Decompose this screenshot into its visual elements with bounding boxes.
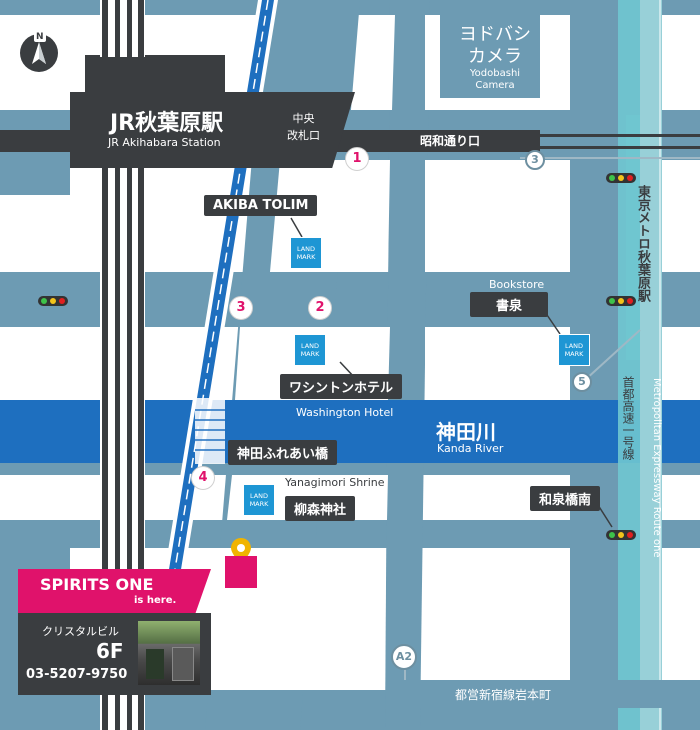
traffic-signal-icon	[606, 296, 636, 306]
floor-number: 6F	[96, 639, 124, 663]
phone-number[interactable]: 03-5207-9750	[26, 667, 128, 682]
akiba-tolim-label: AKIBA TOLIM	[204, 195, 318, 216]
fureai-bridge	[195, 398, 225, 464]
bookstore-label-en: Bookstore	[489, 278, 545, 291]
traffic-signal-icon	[606, 530, 636, 540]
landmark-badge-washington: LAND MARK	[294, 334, 326, 366]
station-label: JR秋葉原駅 JR Akihabara Station 中央 改札口	[70, 92, 355, 168]
block	[0, 475, 70, 520]
route-number-1: 1	[345, 147, 369, 171]
metro-station-label: 東京メトロ秋葉原駅	[635, 185, 650, 302]
traffic-signal-icon	[38, 296, 68, 306]
yodobashi-name-en: Yodobashi Camera	[469, 68, 521, 91]
north-arrow-icon	[32, 42, 46, 64]
destination-card: SPIRITS ONE is here. クリスタルビル 6F 03-5207-…	[18, 569, 211, 695]
exit-number-3: 3	[525, 150, 545, 170]
central-gate-label: 中央 改札口	[287, 112, 320, 142]
toei-exit-badge: A2	[391, 644, 417, 670]
north-compass: N	[20, 32, 58, 72]
yodobashi-name-ja: ヨドバシ カメラ	[459, 24, 531, 67]
building-photo	[138, 621, 200, 685]
toei-station-label: 都営新宿線岩本町	[455, 688, 552, 702]
expressway	[640, 0, 662, 730]
road-south-of-river	[0, 463, 700, 475]
landmark-badge-akiba-tolim: LAND MARK	[290, 237, 322, 269]
block	[0, 195, 70, 272]
washington-hotel-label-en: Washington Hotel	[296, 406, 394, 419]
landmark-badge-bookstore: LAND MARK	[558, 334, 590, 366]
route-number-2: 2	[308, 296, 332, 320]
expressway-name-ja: 首都高速一号線	[621, 376, 635, 460]
block	[270, 160, 390, 272]
exit-number-5: 5	[572, 372, 592, 392]
yanagimori-shrine-label: 柳森神社	[285, 496, 356, 521]
destination-subtitle: is here.	[134, 595, 177, 606]
block	[425, 160, 570, 272]
toei-band	[398, 680, 700, 708]
route-number-4: 4	[191, 466, 215, 490]
route-to-exit-5	[584, 329, 641, 381]
route-number-3: 3	[229, 296, 253, 320]
destination-name: SPIRITS ONE	[40, 575, 154, 594]
block	[425, 548, 570, 690]
block	[140, 160, 220, 272]
station-roof	[88, 57, 225, 95]
block	[425, 327, 570, 400]
yanagimori-shrine-label-en: Yanagimori Shrine	[285, 476, 385, 489]
destination-header: SPIRITS ONE is here.	[18, 569, 211, 613]
fureai-bridge-label: 神田ふれあい橋	[228, 440, 338, 465]
expressway-name-en: Metropolitan Expressway Route one	[651, 378, 662, 558]
building-name: クリスタルビル	[42, 625, 119, 638]
showa-gate-label: 昭和通り口	[420, 134, 481, 148]
washington-hotel-label: ワシントンホテル	[280, 374, 403, 399]
traffic-signal-icon	[606, 173, 636, 183]
kanda-river-name-en: Kanda River	[437, 442, 504, 455]
block	[0, 327, 70, 400]
compass-label: N	[34, 32, 46, 42]
road-diagonal-east	[385, 0, 430, 730]
sobu-rail-line	[0, 134, 700, 137]
station-name-en: JR Akihabara Station	[108, 136, 221, 149]
kanda-river-name-ja: 神田川	[436, 420, 496, 444]
izumibashi-minami-label: 和泉橋南	[530, 486, 601, 511]
map-pin-icon	[225, 538, 257, 588]
yodobashi-building	[440, 0, 540, 98]
destination-body: クリスタルビル 6F 03-5207-9750	[18, 613, 211, 695]
landmark-badge-yanagimori: LAND MARK	[243, 484, 275, 516]
bookstore-label: 書泉	[470, 292, 548, 317]
station-name-ja: JR秋葉原駅	[110, 111, 224, 136]
block	[365, 15, 395, 110]
